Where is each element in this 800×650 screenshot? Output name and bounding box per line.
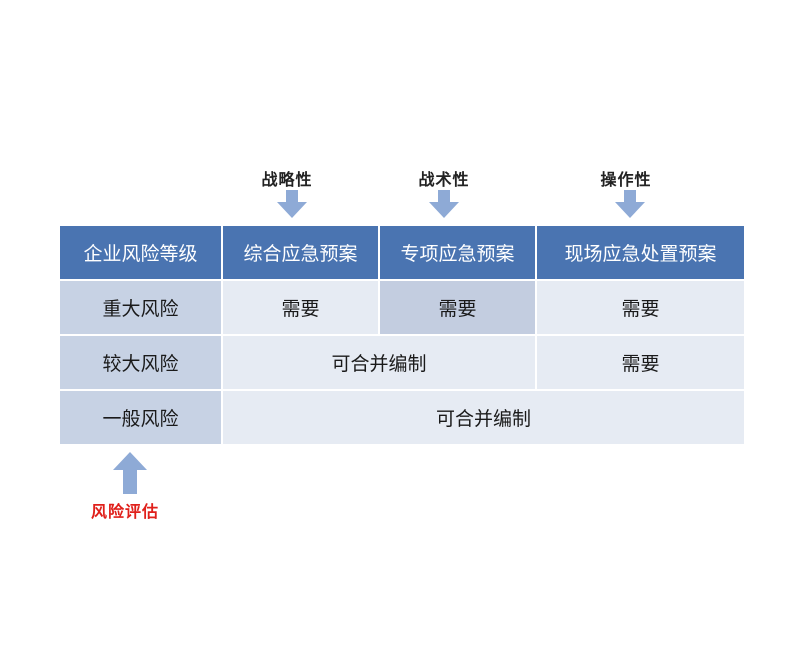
header-onsite-plan: 现场应急处置预案 (535, 224, 746, 281)
cell-value: 需要 (378, 279, 537, 336)
cell-value-merged: 可合并编制 (221, 389, 746, 446)
operational-label: 操作性 (600, 170, 652, 189)
row-label-general-risk: 一般风险 (58, 389, 223, 446)
risk-plan-table: 企业风险等级 综合应急预案 专项应急预案 现场应急处置预案 重大风险 需要 需要… (58, 224, 746, 446)
table-row: 较大风险 可合并编制 需要 (58, 334, 746, 391)
table-row: 重大风险 需要 需要 需要 (58, 279, 746, 336)
down-arrow-operational-icon (615, 190, 645, 218)
table-row: 一般风险 可合并编制 (58, 389, 746, 446)
up-arrow-risk-assessment-icon (113, 452, 147, 494)
strategic-label: 战略性 (261, 170, 313, 189)
header-comprehensive-plan: 综合应急预案 (221, 224, 380, 281)
row-label-major-risk: 重大风险 (58, 279, 223, 336)
cell-value: 需要 (535, 279, 746, 336)
cell-value-merged: 可合并编制 (221, 334, 537, 391)
cell-value: 需要 (221, 279, 380, 336)
row-label-larger-risk: 较大风险 (58, 334, 223, 391)
cell-value: 需要 (535, 334, 746, 391)
header-risk-level: 企业风险等级 (58, 224, 223, 281)
down-arrow-strategic-icon (277, 190, 307, 218)
table-header-row: 企业风险等级 综合应急预案 专项应急预案 现场应急处置预案 (58, 224, 746, 281)
header-special-plan: 专项应急预案 (378, 224, 537, 281)
tactical-label: 战术性 (418, 170, 470, 189)
down-arrow-tactical-icon (429, 190, 459, 218)
risk-assessment-label: 风险评估 (90, 502, 159, 521)
